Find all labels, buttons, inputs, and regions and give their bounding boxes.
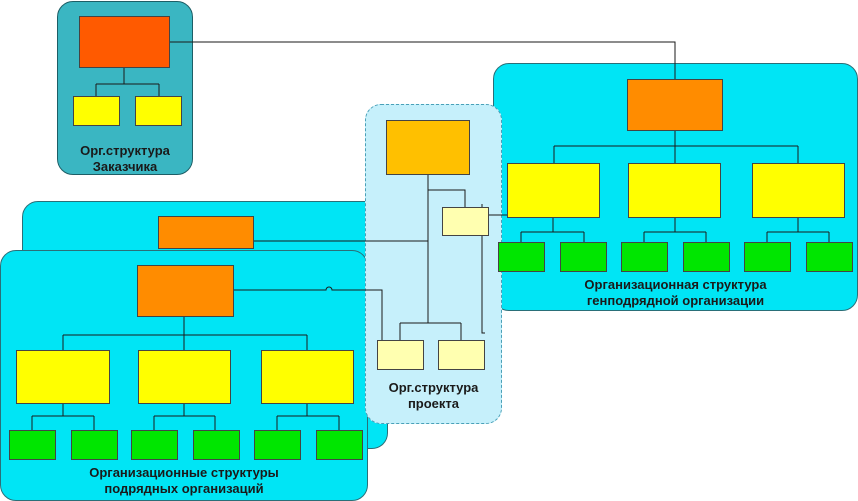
- subcontractor-head-box: [137, 265, 234, 317]
- gc-unit-box: [683, 242, 730, 272]
- gc-unit-box: [560, 242, 607, 272]
- subcontractor-department-box: [16, 350, 110, 404]
- gc-panel-label: Организационная структура генподрядной о…: [493, 277, 858, 309]
- customer-label-line1: Орг.структура: [80, 143, 170, 158]
- project-panel-label: Орг.структура проекта: [365, 380, 502, 412]
- project-unit-box: [442, 207, 489, 236]
- customer-unit-box: [135, 96, 182, 126]
- gc-department-box: [752, 163, 845, 218]
- customer-head-box: [79, 16, 170, 68]
- project-label-line1: Орг.структура: [388, 380, 479, 395]
- subcontractor-back-head-box: [158, 216, 254, 249]
- gc-department-box: [628, 163, 721, 218]
- gc-label-line1: Организационная структура: [584, 277, 767, 292]
- gc-unit-box: [621, 242, 668, 272]
- customer-label-line2: Заказчика: [92, 159, 158, 174]
- subcontractor-unit-box: [131, 430, 178, 460]
- project-head-box: [386, 120, 470, 175]
- subcontractors-label-line2: подрядных организаций: [104, 481, 264, 496]
- customer-panel-label: Орг.структура Заказчика: [57, 143, 193, 175]
- project-unit-box: [377, 340, 424, 370]
- subcontractors-panel-label: Организационные структуры подрядных орга…: [0, 465, 368, 497]
- gc-unit-box: [806, 242, 853, 272]
- customer-unit-box: [73, 96, 120, 126]
- subcontractor-department-box: [261, 350, 354, 404]
- project-unit-box: [438, 340, 485, 370]
- gc-unit-box: [498, 242, 545, 272]
- subcontractor-unit-box: [9, 430, 56, 460]
- gc-label-line2: генподрядной организации: [586, 293, 765, 308]
- subcontractor-unit-box: [316, 430, 363, 460]
- project-label-line2: проекта: [407, 396, 460, 411]
- subcontractors-label-line1: Организационные структуры: [89, 465, 279, 480]
- subcontractor-unit-box: [71, 430, 118, 460]
- gc-unit-box: [744, 242, 791, 272]
- gc-department-box: [507, 163, 600, 218]
- subcontractor-department-box: [138, 350, 231, 404]
- gc-head-box: [627, 79, 723, 131]
- subcontractor-unit-box: [193, 430, 240, 460]
- subcontractor-unit-box: [254, 430, 301, 460]
